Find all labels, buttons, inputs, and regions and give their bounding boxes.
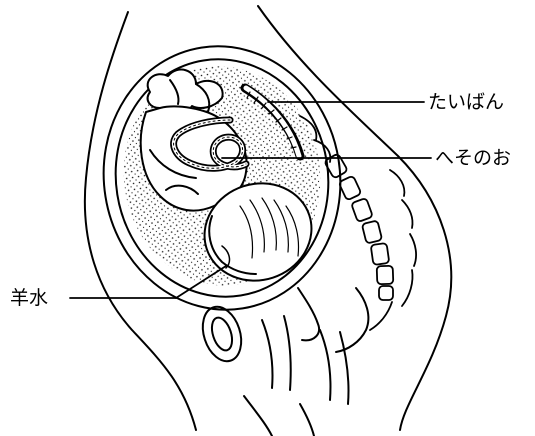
perineum [244,396,314,436]
sacrum [336,288,368,352]
label-placenta: たいばん [428,93,504,112]
spine [300,116,416,330]
rectum [320,330,349,404]
label-umbilical-cord: へそのお [435,149,511,168]
cervix [298,288,319,340]
label-amniotic-fluid: 羊水 [10,289,48,308]
vagina [262,316,291,390]
pubic-bone [196,302,248,366]
